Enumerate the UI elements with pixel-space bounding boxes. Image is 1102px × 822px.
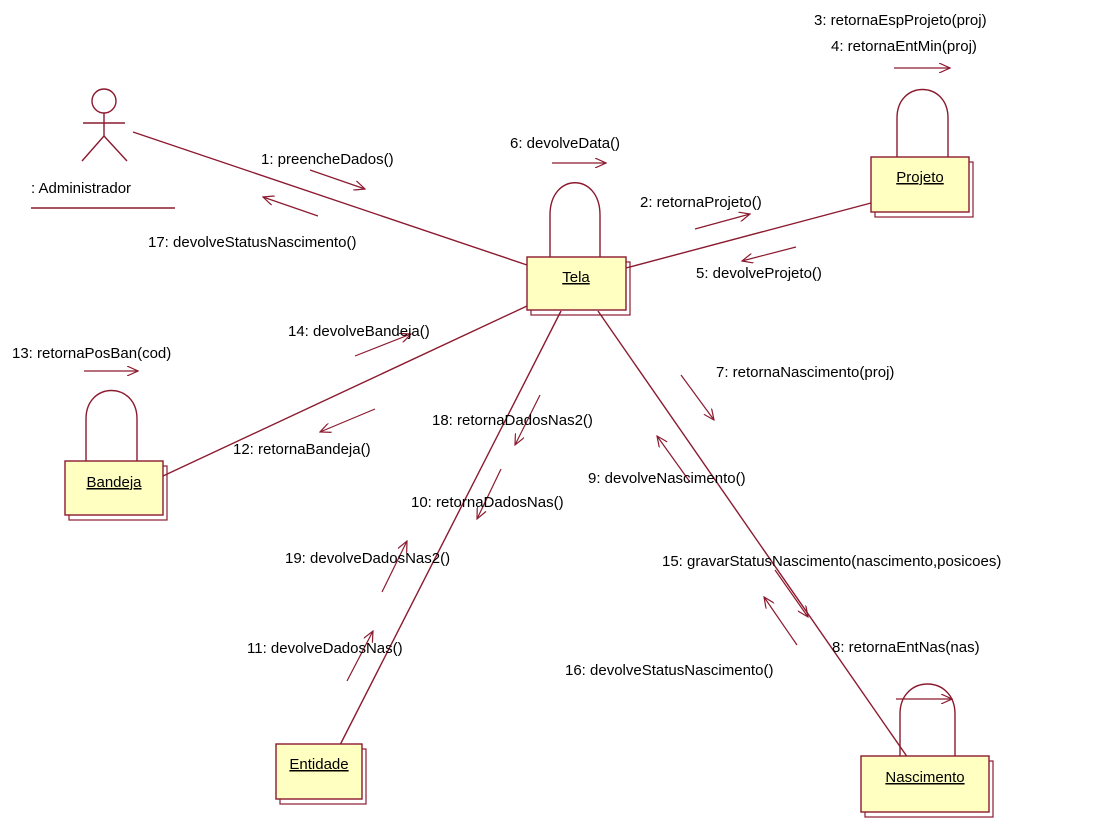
- message-label-m11: 11: devolveDadosNas(): [247, 640, 403, 657]
- message-label-m6: 6: devolveData(): [510, 135, 620, 152]
- self-loop-tela: [549, 182, 601, 257]
- message-label-m12: 12: retornaBandeja(): [233, 441, 371, 458]
- object-name-projeto: Projeto: [896, 169, 944, 186]
- arrow-m9: [657, 436, 691, 483]
- actor-right-leg: [103, 135, 128, 162]
- message-label-m3: 3: retornaEspProjeto(proj): [814, 12, 987, 29]
- arrow-m17: [263, 197, 319, 217]
- object-tela: Tela: [526, 256, 631, 316]
- arrow-m7: [680, 374, 714, 420]
- association-links: [132, 131, 909, 759]
- message-label-m1: 1: preencheDados(): [261, 151, 394, 168]
- arrow-m12: [320, 408, 376, 432]
- message-label-m10: 10: retornaDadosNas(): [411, 494, 564, 511]
- arrow-m14: [354, 334, 411, 357]
- object-name-entidade: Entidade: [289, 756, 348, 773]
- object-box: [526, 256, 627, 311]
- object-projeto: Projeto: [870, 156, 974, 218]
- arrow-m2: [694, 214, 750, 230]
- message-label-m9: 9: devolveNascimento(): [588, 470, 746, 487]
- message-label-m8: 8: retornaEntNas(nas): [832, 639, 980, 656]
- arrow-m5: [742, 246, 797, 261]
- link-tela-entidade: [339, 310, 562, 746]
- message-label-m5: 5: devolveProjeto(): [696, 265, 822, 282]
- arrow-m18: [515, 394, 541, 445]
- link-administrador-tela: [132, 131, 528, 266]
- actor-administrador: : Administrador: [31, 88, 175, 209]
- message-label-m15: 15: gravarStatusNascimento(nascimento,po…: [662, 553, 1001, 570]
- arrow-m16: [764, 597, 798, 646]
- object-name-tela: Tela: [562, 269, 590, 286]
- object-entidade: Entidade: [275, 743, 367, 805]
- message-label-m7: 7: retornaNascimento(proj): [716, 364, 894, 381]
- self-loop-projeto: [896, 88, 949, 158]
- message-label-m4: 4: retornaEntMin(proj): [831, 38, 977, 55]
- object-name-bandeja: Bandeja: [86, 474, 142, 491]
- message-label-m16: 16: devolveStatusNascimento(): [565, 662, 773, 679]
- self-loops: [85, 88, 956, 757]
- arrow-m10: [477, 468, 502, 519]
- message-label-m19: 19: devolveDadosNas2(): [285, 550, 450, 567]
- actor-head: [91, 88, 117, 114]
- object-bandeja: Bandeja: [64, 460, 168, 521]
- message-label-m17: 17: devolveStatusNascimento(): [148, 234, 356, 251]
- arrow-m15: [774, 569, 808, 617]
- object-box: [275, 743, 363, 800]
- message-label-m18: 18: retornaDadosNas2(): [432, 412, 593, 429]
- actor-left-leg: [81, 135, 105, 162]
- message-label-m13: 13: retornaPosBan(cod): [12, 345, 171, 362]
- arrow-m1: [309, 169, 365, 189]
- object-box: [860, 755, 990, 813]
- link-tela-projeto: [625, 202, 872, 269]
- arrow-m19: [381, 541, 407, 593]
- object-nascimento: Nascimento: [860, 755, 994, 818]
- object-name-nascimento: Nascimento: [885, 769, 964, 786]
- object-box: [64, 460, 164, 516]
- arrow-m11: [346, 631, 373, 682]
- object-box: [870, 156, 970, 213]
- message-label-m14: 14: devolveBandeja(): [288, 323, 430, 340]
- self-loop-bandeja: [85, 389, 138, 462]
- link-tela-bandeja: [162, 305, 528, 477]
- actor-name: : Administrador: [31, 180, 131, 197]
- link-tela-nascimento: [597, 310, 909, 759]
- message-labels: 1: preencheDados() 17: devolveStatusNasc…: [12, 12, 1001, 679]
- message-arrows: [84, 68, 952, 699]
- self-loop-nascimento: [899, 683, 956, 757]
- message-label-m2: 2: retornaProjeto(): [640, 194, 762, 211]
